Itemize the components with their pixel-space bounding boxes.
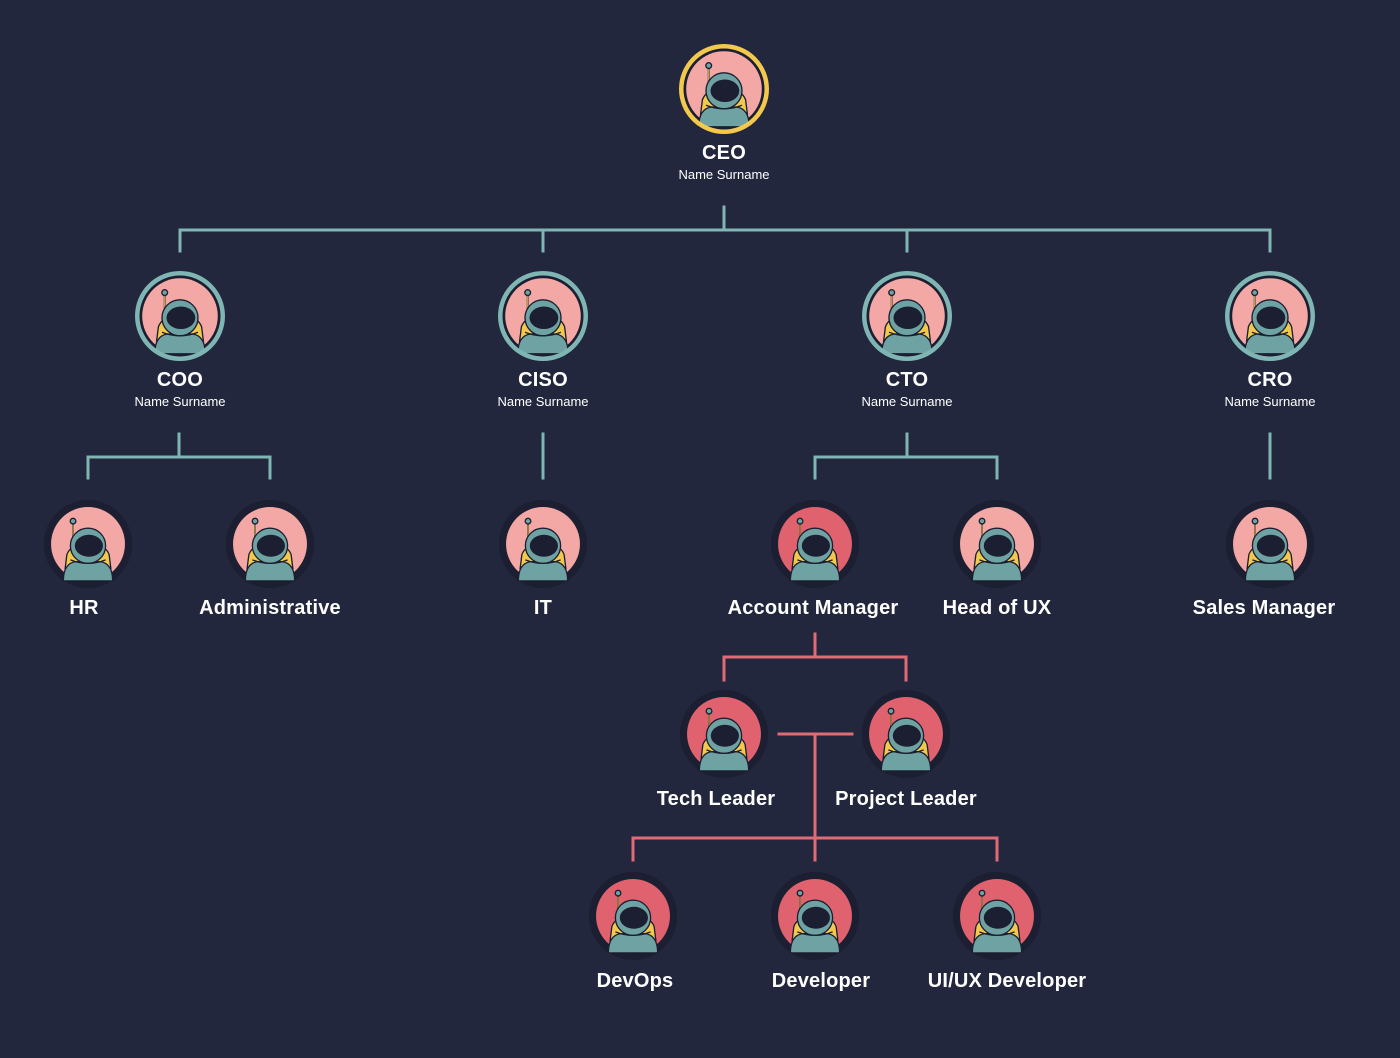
astronaut-avatar-icon: [771, 872, 859, 960]
astronaut-avatar-icon: [44, 500, 132, 588]
node-title: COO: [156, 369, 204, 391]
connector-team-bar: [631, 836, 999, 862]
connector-coo-bar: [86, 455, 272, 480]
node-title: CISO: [518, 369, 568, 391]
node-subtitle: Name Surname: [497, 394, 589, 409]
astronaut-avatar-icon: [953, 500, 1041, 588]
node-title: CRO: [1247, 369, 1293, 391]
astronaut-avatar-icon: [499, 500, 587, 588]
astronaut-avatar-icon: [862, 690, 950, 778]
astronaut-avatar-icon: [589, 872, 677, 960]
node-subtitle: Name Surname: [1224, 394, 1316, 409]
node-title: IT: [533, 597, 553, 619]
node-title: Administrative: [199, 597, 341, 619]
node-subtitle: Name Surname: [134, 394, 226, 409]
node-title: DevOps: [596, 970, 674, 992]
astronaut-avatar-icon: [498, 271, 588, 361]
astronaut-avatar-icon: [771, 500, 859, 588]
node-title: CTO: [885, 369, 929, 391]
node-title: Project Leader: [835, 788, 977, 810]
connector-cto-bar: [813, 455, 999, 480]
connector-exec-bar: [178, 228, 1272, 253]
astronaut-avatar-icon: [135, 271, 225, 361]
node-title: Sales Manager: [1192, 597, 1336, 619]
astronaut-avatar-icon: [953, 872, 1041, 960]
astronaut-avatar-icon: [680, 690, 768, 778]
node-subtitle: Name Surname: [678, 167, 770, 182]
astronaut-avatar-icon: [226, 500, 314, 588]
node-title: CEO: [702, 142, 746, 164]
connector-am-bar: [722, 655, 908, 682]
astronaut-avatar-icon: [1225, 271, 1315, 361]
node-title: Account Manager: [727, 597, 899, 619]
node-title: Head of UX: [942, 597, 1052, 619]
node-title: Developer: [771, 970, 871, 992]
node-title: Tech Leader: [656, 788, 776, 810]
astronaut-avatar-icon: [862, 271, 952, 361]
astronaut-avatar-icon: [1226, 500, 1314, 588]
node-title: HR: [69, 597, 99, 619]
node-title: UI/UX Developer: [927, 970, 1087, 992]
astronaut-avatar-icon: [679, 44, 769, 134]
node-subtitle: Name Surname: [861, 394, 953, 409]
